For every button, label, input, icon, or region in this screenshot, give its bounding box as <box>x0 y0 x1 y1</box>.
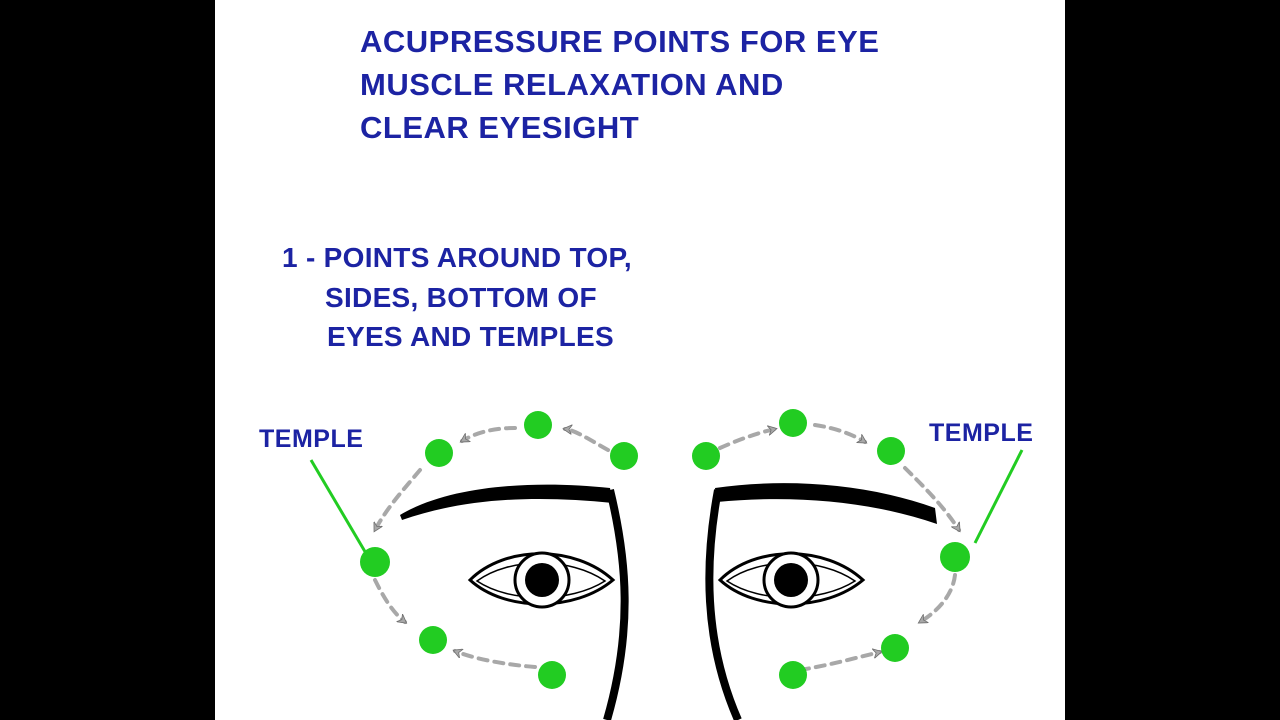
slide: ACUPRESSURE POINTS FOR EYE MUSCLE RELAXA… <box>215 0 1065 720</box>
left-eye-icon <box>467 551 616 609</box>
title-line-3: CLEAR EYESIGHT <box>360 110 640 145</box>
acupressure-point-icon <box>360 547 390 577</box>
acupressure-point-icon <box>419 626 447 654</box>
acupressure-point-icon <box>425 439 453 467</box>
acupressure-point-icon <box>610 442 638 470</box>
acupressure-point-icon <box>779 409 807 437</box>
right-eyebrow <box>715 483 937 524</box>
acupressure-point-icon <box>881 634 909 662</box>
dashed-arrow <box>920 573 957 624</box>
dashed-arrow <box>718 429 775 450</box>
nose-right-line <box>705 489 742 720</box>
dashed-arrow <box>798 652 880 672</box>
nose-left-line <box>603 489 629 720</box>
right-eye-points <box>692 409 970 689</box>
dashed-arrow <box>455 651 537 669</box>
dashed-arrow <box>373 578 405 624</box>
section-heading-line-1: 1 - POINTS AROUND TOP, <box>282 242 632 273</box>
dashed-arrow <box>813 423 865 444</box>
left-eyebrow <box>400 484 613 520</box>
eye-diagram <box>309 409 1024 720</box>
dashed-arrow <box>565 429 610 452</box>
right-eye-icon <box>717 551 866 609</box>
dashed-arrow <box>903 466 961 530</box>
left-eye-arrows <box>373 426 610 669</box>
acupressure-point-icon <box>524 411 552 439</box>
temple-label-left: TEMPLE <box>259 425 364 453</box>
acupressure-point-icon <box>940 542 970 572</box>
right-eye-arrows <box>718 423 961 672</box>
temple-connector-right <box>973 449 1024 544</box>
title-line-1: ACUPRESSURE POINTS FOR EYE <box>360 24 880 59</box>
acupressure-point-icon <box>877 437 905 465</box>
temple-connector-left <box>309 459 369 556</box>
left-eye-points <box>360 411 638 689</box>
acupressure-point-icon <box>538 661 566 689</box>
dashed-arrow <box>462 426 517 443</box>
title-line-2: MUSCLE RELAXATION AND <box>360 67 784 102</box>
acupressure-point-icon <box>779 661 807 689</box>
dashed-arrow <box>373 468 422 530</box>
acupressure-point-icon <box>692 442 720 470</box>
section-heading-line-3: EYES AND TEMPLES <box>327 321 614 352</box>
section-heading-line-2: SIDES, BOTTOM OF <box>325 282 597 313</box>
temple-label-right: TEMPLE <box>929 419 1034 447</box>
